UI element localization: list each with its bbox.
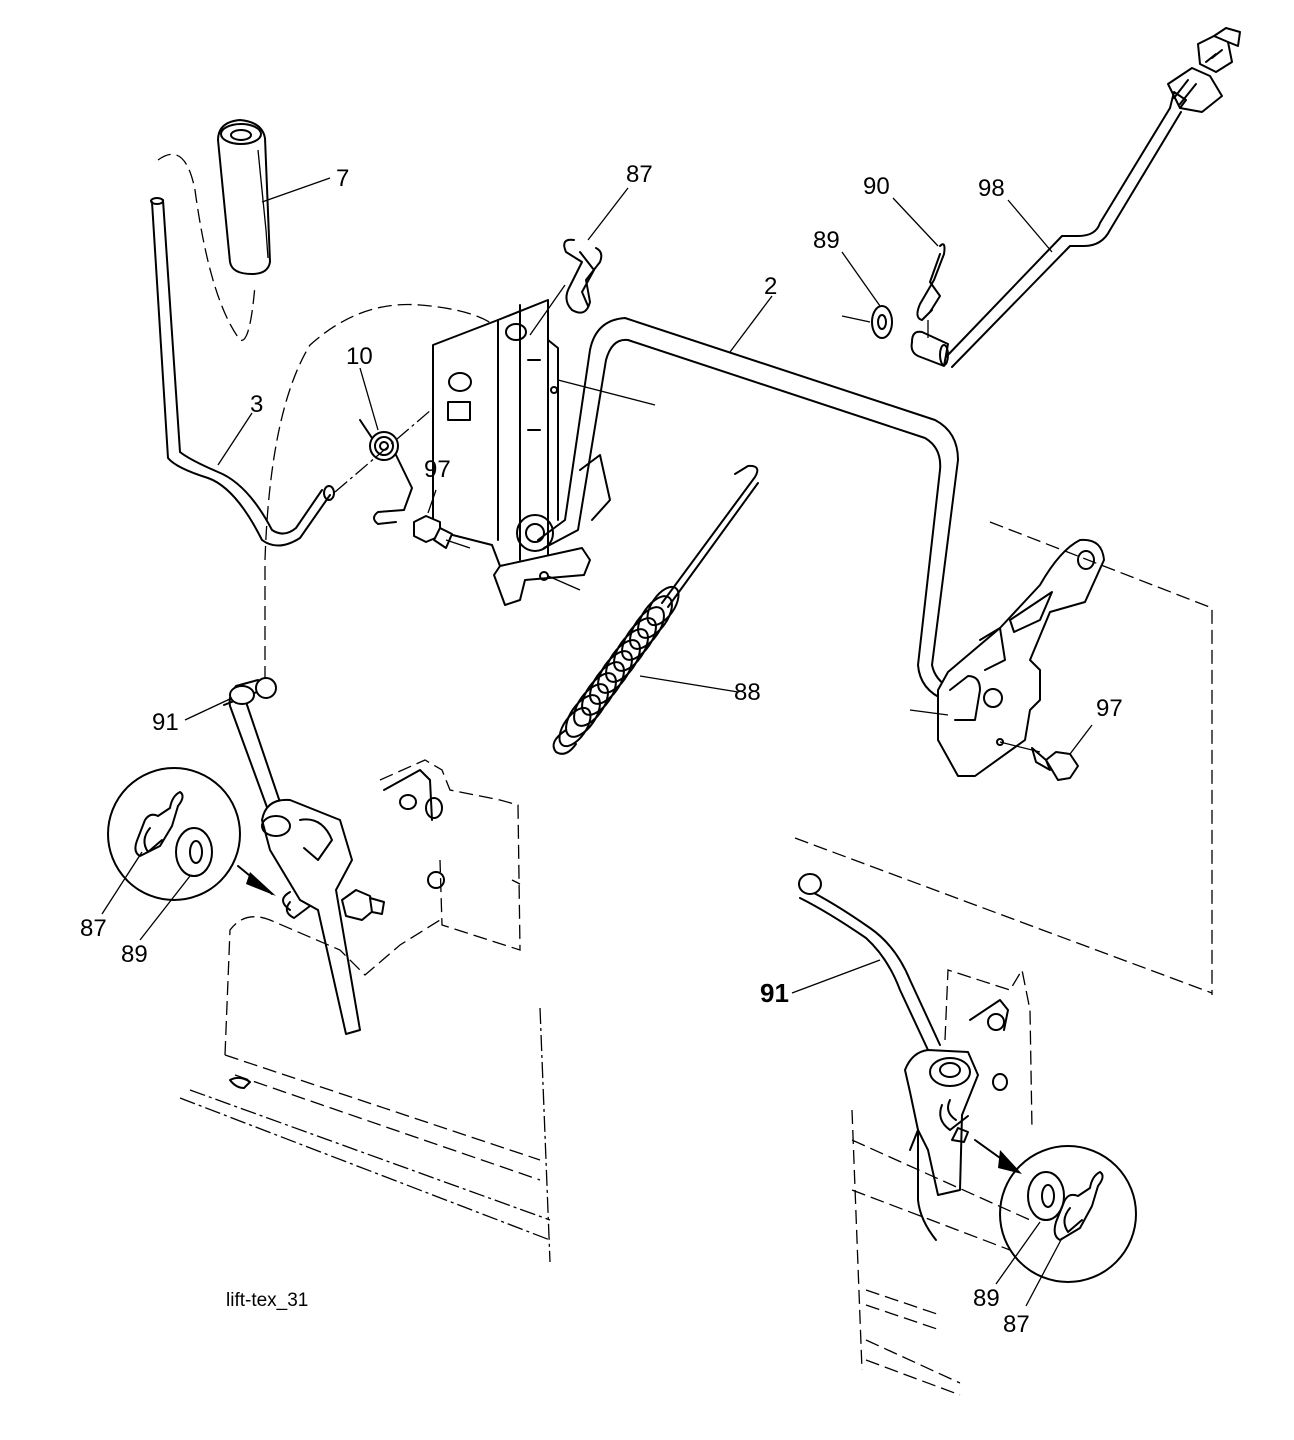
part-2-lift-shaft: [493, 317, 959, 701]
right-lower-assembly: [798, 873, 1033, 1196]
part-3-lift-rod: [150, 197, 335, 547]
label-10: 10: [346, 343, 373, 370]
part-97-bolt-left: [413, 489, 471, 549]
part-89-washer-top: [841, 305, 893, 339]
label-91-left: 91: [152, 709, 179, 736]
left-deck: [179, 916, 551, 1263]
callout-labels: 7 87 90 98 89 2 10 3 97 88 97 91 87 89 9…: [80, 161, 1123, 1338]
label-89-right: 89: [973, 1285, 1000, 1312]
part-98-adjuster-rod: [910, 27, 1241, 368]
right-bracket: [909, 538, 1105, 777]
label-89-left: 89: [121, 941, 148, 968]
label-97-right: 97: [1096, 695, 1123, 722]
part-90-clip: [916, 243, 946, 338]
label-87-top: 87: [626, 161, 653, 188]
centerline-rod: [334, 397, 446, 493]
label-97-left: 97: [424, 456, 451, 483]
label-88: 88: [734, 679, 761, 706]
part-10-spring: [359, 419, 413, 525]
leader-lines: [101, 177, 1063, 1307]
label-3: 3: [250, 391, 263, 418]
diagram-caption: lift-tex_31: [226, 1290, 308, 1311]
label-90: 90: [863, 173, 890, 200]
label-87-right: 87: [1003, 1311, 1030, 1338]
label-89-top: 89: [813, 227, 840, 254]
reference-lines-right: [794, 521, 1213, 995]
label-2: 2: [764, 273, 777, 300]
part-97-bolt-right: [1031, 724, 1093, 781]
part-88-extension-spring: [552, 464, 759, 755]
phantom-arc-rod: [264, 303, 501, 680]
phantom-arc-grip: [157, 153, 256, 341]
part-7-grip: [217, 119, 271, 275]
left-lower-assembly: [223, 677, 521, 1035]
part-87-clip-top: [529, 238, 603, 336]
label-98: 98: [978, 175, 1005, 202]
label-91-right: 91: [760, 978, 789, 1008]
label-87-left: 87: [80, 915, 107, 942]
zoom-detail-right: [974, 1139, 1137, 1283]
label-7: 7: [336, 165, 349, 192]
zoom-detail-left: [107, 767, 276, 901]
